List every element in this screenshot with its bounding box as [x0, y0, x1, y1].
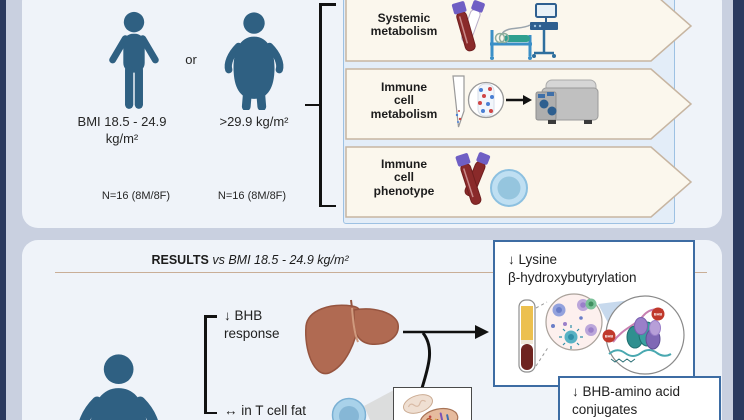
figure-border-right	[733, 0, 744, 420]
lean-bmi-line2: kg/m²	[105, 130, 139, 146]
results-header: RESULTS vs BMI 18.5 - 24.9 kg/m²	[55, 253, 445, 267]
conjugates-label: ↓ BHB-amino acid conjugates	[572, 384, 681, 417]
immune-cell-metabolism-label: Immune cell metabolism	[370, 80, 438, 121]
blood-tubes-icon	[455, 152, 491, 205]
or-label: or	[185, 52, 197, 67]
figure-border-left	[0, 0, 6, 420]
immune-cell-icon	[490, 169, 528, 207]
results-title: RESULTS	[151, 253, 209, 267]
lysine-result-box: ↓ Lysine β-hydroxybutyrylation	[493, 240, 695, 387]
sample-tube-icon	[452, 75, 465, 128]
bracket-bottom-tick	[319, 204, 336, 207]
lysine-illustration: BHB BHB	[518, 293, 685, 375]
lean-person-icon	[109, 11, 159, 109]
separation-tube-icon	[518, 299, 536, 373]
arrow-right-icon	[506, 95, 532, 105]
bracket-top-tick	[319, 3, 336, 6]
lean-n-label: N=16 (8M/8F)	[101, 190, 171, 202]
t-cell-icon	[331, 397, 367, 420]
bracket-mid-tick	[305, 103, 319, 106]
svg-text:BHB: BHB	[654, 313, 662, 317]
bhb-badge: BHB	[602, 329, 616, 343]
liver-arrow-connector	[403, 325, 489, 389]
assay-banner-immune-metabolism	[345, 68, 693, 140]
tcell-fat-label: ↔ in T cell fat	[224, 403, 307, 418]
assay-banner-systemic	[345, 0, 693, 62]
results-bracket-vertical	[204, 315, 207, 414]
immune-cells-circle-icon	[545, 293, 603, 351]
mitochondria-inset-box	[393, 387, 472, 420]
results-bracket-bottom-tick	[204, 411, 217, 414]
lean-bmi-label: BMI 18.5 - 24.9 kg/m²	[60, 114, 184, 148]
liver-icon	[305, 299, 399, 375]
results-underline	[55, 272, 707, 273]
metabolic-cart-icon	[490, 3, 558, 60]
svg-text:BHB: BHB	[605, 335, 613, 339]
obese-bmi-label: >29.9 kg/m²	[219, 114, 289, 129]
obese-n-label: N=16 (8M/8F)	[217, 190, 287, 202]
bhb-badge: BHB	[651, 307, 665, 321]
lysine-label: ↓ Lysine β-hydroxybutyrylation	[508, 252, 637, 285]
obese-person-icon	[224, 12, 284, 110]
analyzer-machine-icon	[535, 79, 599, 124]
blood-tubes-icon	[451, 0, 485, 52]
cell-suspension-icon	[467, 81, 505, 119]
results-comparison: vs BMI 18.5 - 24.9 kg/m²	[208, 253, 349, 267]
mitochondria-icon	[402, 394, 459, 420]
conjugates-result-box: ↓ BHB-amino acid conjugates	[558, 376, 721, 420]
immune-cell-phenotype-label: Immune cell phenotype	[373, 157, 435, 198]
obese-person-icon	[79, 354, 158, 420]
zoom-cone	[364, 390, 394, 420]
bhb-response-label: ↓ BHB response	[224, 308, 280, 341]
nucleosome-circle-icon: BHB BHB	[602, 295, 685, 375]
lean-bmi-line1: BMI 18.5 - 24.9	[77, 114, 167, 129]
results-bracket-top-tick	[204, 315, 217, 318]
bracket-vertical	[319, 3, 322, 207]
systemic-metabolism-label: Systemic metabolism	[370, 11, 438, 39]
